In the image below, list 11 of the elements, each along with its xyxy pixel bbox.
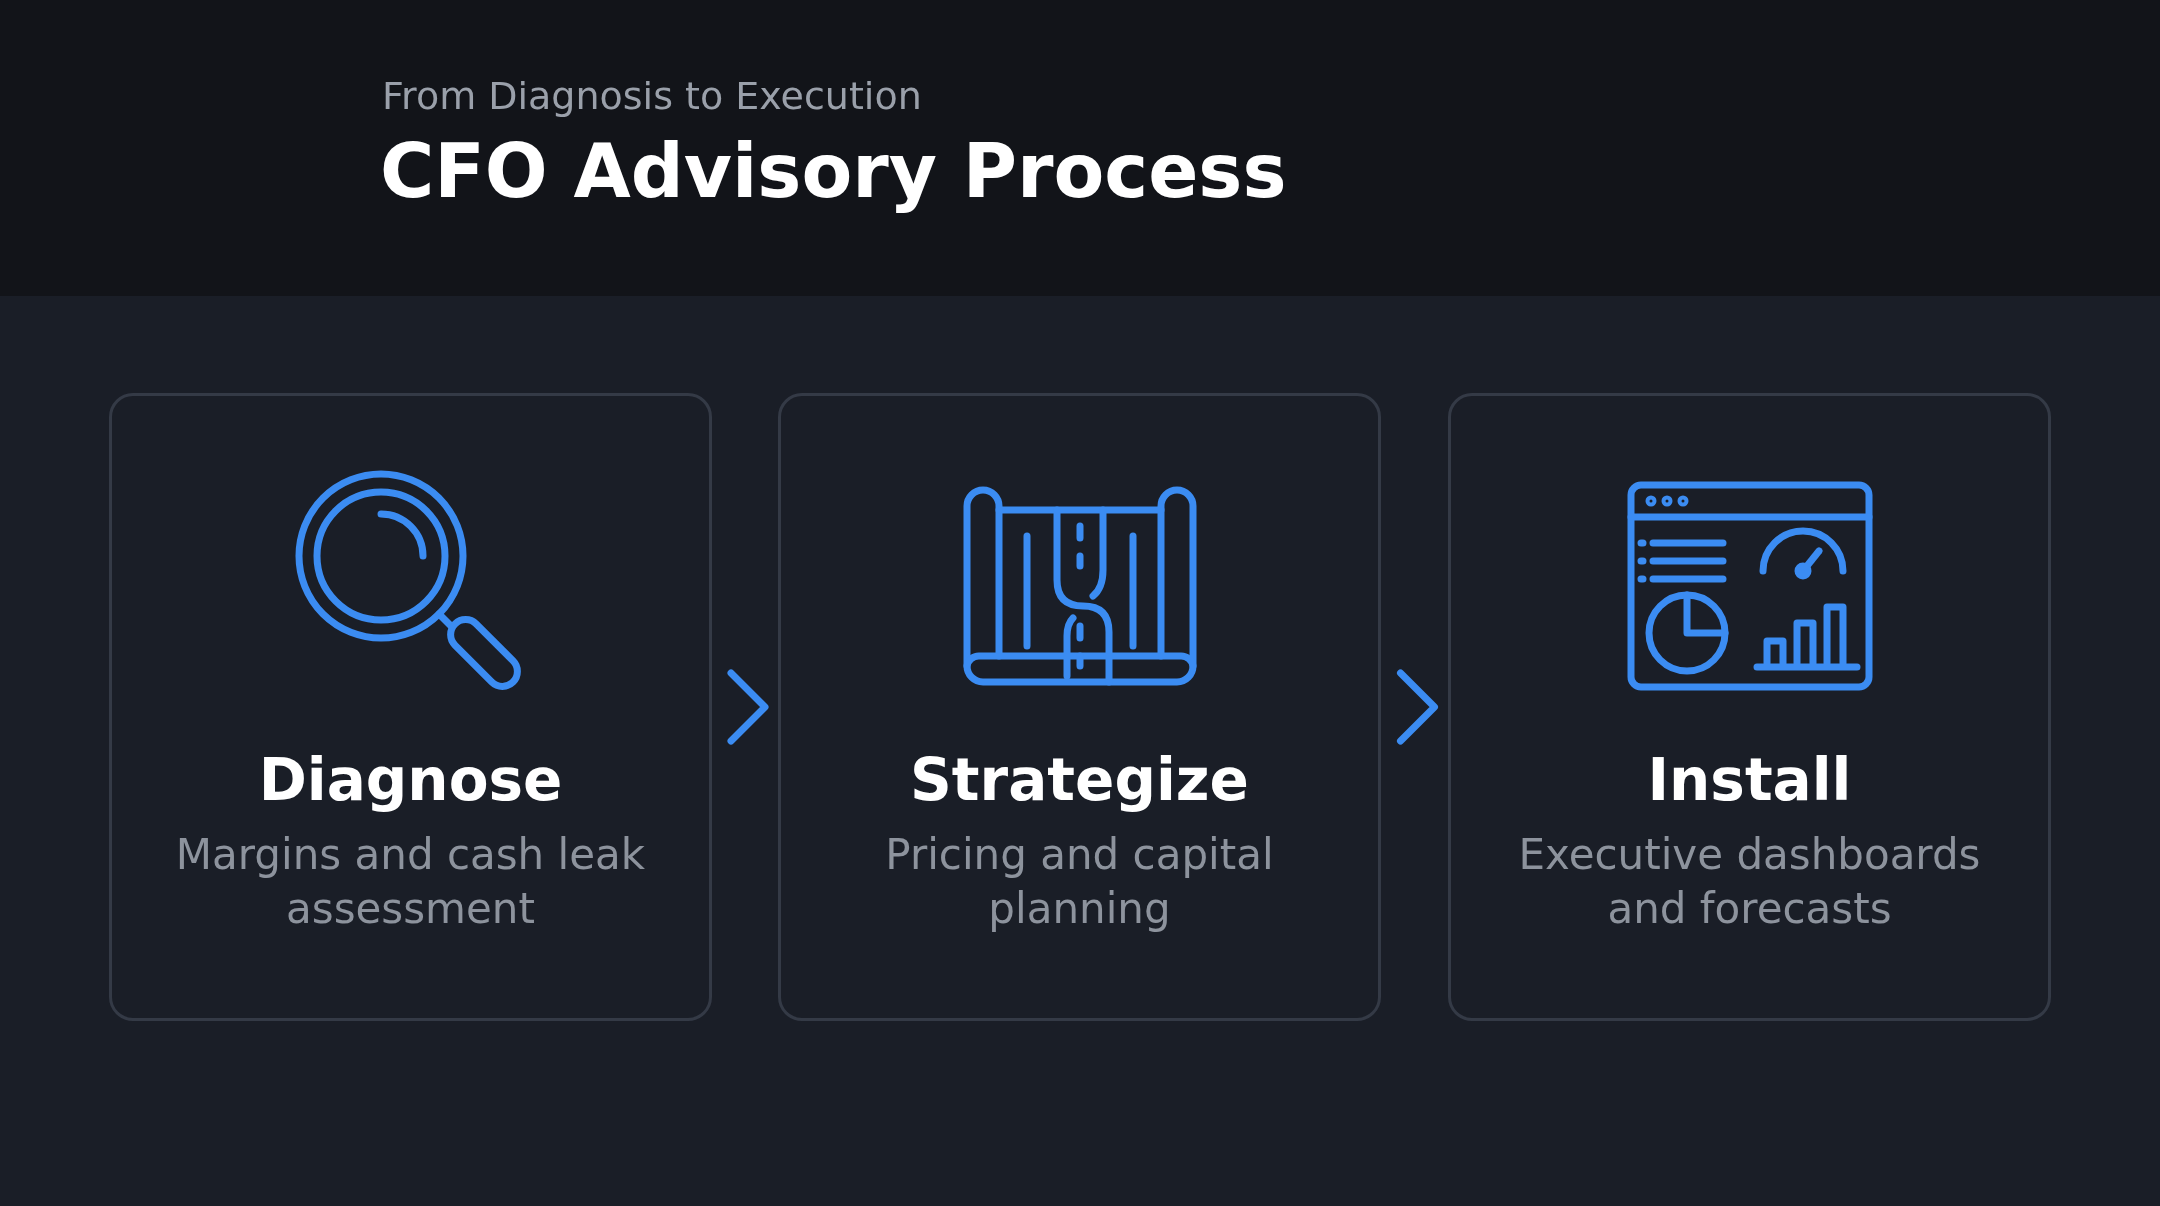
step-card <box>109 393 712 1021</box>
step-card <box>778 393 1381 1021</box>
step-heading: Diagnose <box>258 746 563 814</box>
title: CFO Advisory Process <box>380 128 1287 214</box>
step-description: Executive dashboards and forecasts <box>1517 829 1982 935</box>
step-description: Pricing and capital planning <box>884 829 1275 935</box>
step-heading: Strategize <box>910 746 1249 814</box>
step-card <box>1448 393 2051 1021</box>
step-heading: Install <box>1647 746 1852 814</box>
subtitle: From Diagnosis to Execution <box>382 74 922 118</box>
step-description: Margins and cash leak assessment <box>175 829 646 935</box>
